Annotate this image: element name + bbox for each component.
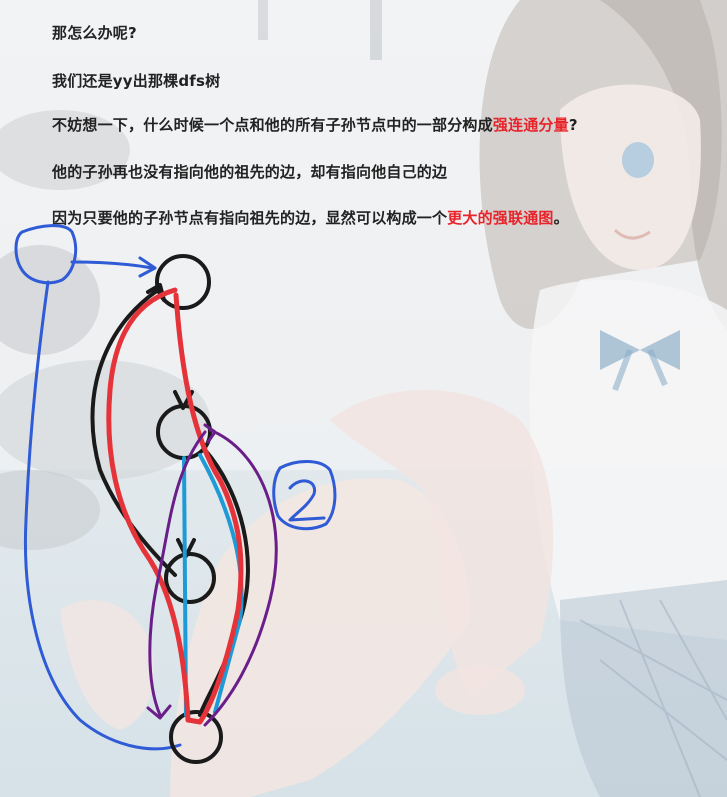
text-line-1: 那怎么办呢? xyxy=(52,24,137,42)
annotation-box xyxy=(272,460,337,531)
text-line-3-tail: ? xyxy=(568,116,578,134)
text-line-4: 他的子孙再也没有指向他的祖先的边，却有指向他自己的边 xyxy=(52,163,448,181)
highlight-larger-graph: 更大的强联通图 xyxy=(447,209,554,227)
text-line-2: 我们还是yy出那棵dfs树 xyxy=(52,72,221,90)
node-3 xyxy=(164,552,216,604)
annotation-digit-2 xyxy=(288,479,326,522)
black-left-curve xyxy=(90,288,177,577)
purple-edge-right xyxy=(203,423,278,727)
highlight-scc: 强连通分量 xyxy=(492,116,569,134)
text-line-5: 因为只要他的子孙节点有指向祖先的边，显然可以构成一个更大的强联通图。 xyxy=(52,207,569,228)
node-root xyxy=(155,254,211,310)
node-4 xyxy=(169,710,223,764)
node-2 xyxy=(156,404,212,460)
text-line-3-lead: 不妨想一下，什么时候一个点和他的所有子孙节点中的一部分构成 xyxy=(52,116,493,134)
purple-edge-left xyxy=(146,430,207,720)
text-line-5-tail: 。 xyxy=(553,209,569,227)
blue-arrow-to-root xyxy=(70,256,157,278)
cyan-edge-b xyxy=(198,453,244,714)
text-line-5-lead: 因为只要他的子孙节点有指向祖先的边，显然可以构成一个 xyxy=(52,209,448,227)
blue-back-edge xyxy=(23,280,182,751)
red-cycle xyxy=(106,287,244,725)
blue-loop-box xyxy=(14,224,78,285)
text-line-3: 不妨想一下，什么时候一个点和他的所有子孙节点中的一部分构成强连通分量? xyxy=(52,114,578,135)
